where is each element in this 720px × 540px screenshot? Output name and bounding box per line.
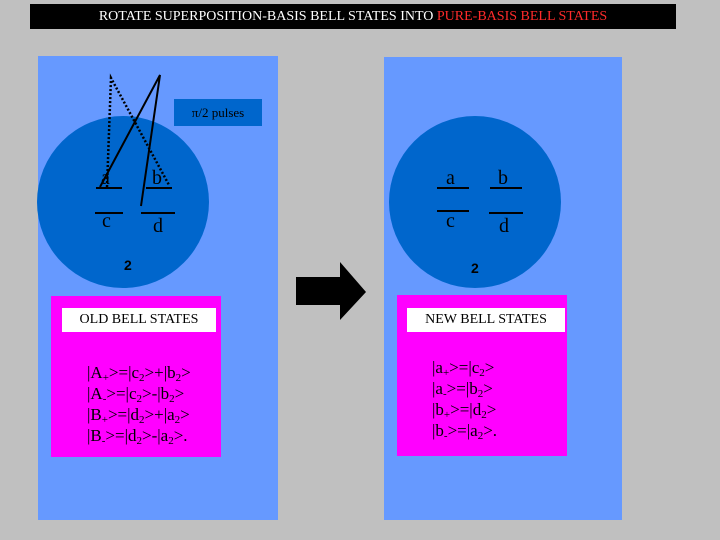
equation-text: >=|a xyxy=(447,421,478,440)
equation-subscript: 2 xyxy=(479,367,485,379)
equation-text: > xyxy=(174,384,185,403)
equation-text: >=|d xyxy=(107,405,140,424)
bell-state-equation: |B->=|d2>-|a2>. xyxy=(87,425,191,447)
equation-text: |A xyxy=(87,363,103,382)
equation-subscript: - xyxy=(102,393,107,405)
level-bar-a xyxy=(96,187,122,189)
equation-text: > xyxy=(486,400,497,419)
equation-text: >=|d xyxy=(450,400,482,419)
pulse-path-solid xyxy=(99,74,161,207)
bell-state-equation: |A+>=|c2>+|b2> xyxy=(87,362,191,384)
right-level-bar-d xyxy=(489,212,523,214)
equation-subscript: 2 xyxy=(169,393,175,405)
level-c-label: c xyxy=(102,210,111,232)
equation-subscript: 2 xyxy=(477,430,484,442)
bell-state-equation: |b+>=|d2> xyxy=(432,399,497,421)
right-level-b-label: b xyxy=(498,167,508,189)
equation-text: >=|d xyxy=(105,426,137,445)
equation-subscript: 2 xyxy=(481,409,487,421)
level-a-label: a xyxy=(101,167,110,189)
equation-subscript: + xyxy=(101,414,108,426)
equation-text: > xyxy=(483,379,493,398)
right-atom-circle xyxy=(389,116,561,288)
right-count: 2 xyxy=(471,260,479,276)
equation-subscript: + xyxy=(442,367,450,379)
equation-text: > xyxy=(180,405,190,424)
equation-text: >. xyxy=(173,426,188,445)
old-states-header: OLD BELL STATES xyxy=(62,308,216,332)
equation-text: >=|c xyxy=(108,363,140,382)
right-level-a-label: a xyxy=(446,167,455,189)
level-d-label: d xyxy=(153,215,163,237)
equation-text: |A xyxy=(87,384,103,403)
right-level-bar-b xyxy=(490,187,522,189)
equation-text: >-|b xyxy=(141,384,170,403)
bell-state-equation: |a->=|b2> xyxy=(432,378,497,400)
equation-text: |b xyxy=(432,421,444,440)
equation-subscript: 2 xyxy=(168,435,174,447)
level-bar-b xyxy=(146,187,172,189)
equation-subscript: 2 xyxy=(139,372,145,384)
equation-text: >=|b xyxy=(446,379,478,398)
equation-subscript: 2 xyxy=(174,414,181,426)
equation-text: |B xyxy=(87,405,102,424)
title-highlight: PURE-BASIS BELL STATES xyxy=(436,9,608,24)
equation-subscript: + xyxy=(102,372,109,384)
bell-state-equation: |b->=|a2>. xyxy=(432,420,498,442)
equation-text: |a xyxy=(432,379,443,398)
equation-subscript: - xyxy=(101,435,106,447)
right-level-d-label: d xyxy=(499,215,509,237)
slide-title: ROTATE SUPERPOSITION-BASIS BELL STATES I… xyxy=(30,4,676,29)
equation-subscript: - xyxy=(442,388,447,400)
equation-text: |B xyxy=(87,426,102,445)
equation-text: >=|c xyxy=(106,384,137,403)
level-bar-c xyxy=(95,212,123,214)
equation-text: >-|a xyxy=(142,426,169,445)
level-bar-d xyxy=(141,212,175,214)
title-text: ROTATE SUPERPOSITION-BASIS BELL STATES I… xyxy=(98,9,437,24)
equation-text: >. xyxy=(483,421,498,440)
level-b-label: b xyxy=(152,167,162,189)
pulse-path-dotted xyxy=(105,73,171,188)
right-level-bar-c xyxy=(437,210,469,212)
equation-subscript: 2 xyxy=(136,435,143,447)
pulse-label: π/2 pulses xyxy=(174,99,262,126)
right-level-c-label: c xyxy=(446,210,455,232)
new-states-equations: |a+>=|c2>|a->=|b2>|b+>=|d2>|b->=|a2>. xyxy=(432,357,498,442)
right-level-bar-a xyxy=(437,187,469,189)
equation-subscript: 2 xyxy=(136,393,142,405)
equation-text: |b xyxy=(432,400,444,419)
equation-subscript: 2 xyxy=(477,388,484,400)
new-states-header: NEW BELL STATES xyxy=(407,308,565,332)
equation-text: > xyxy=(181,363,191,382)
left-count: 2 xyxy=(124,257,132,273)
equation-text: |a xyxy=(432,358,443,377)
equation-subscript: + xyxy=(443,409,451,421)
bell-state-equation: |B+>=|d2>+|a2> xyxy=(87,404,191,426)
equation-text: > xyxy=(484,358,495,377)
equation-text: >+|a xyxy=(144,405,175,424)
equation-subscript: - xyxy=(443,430,448,442)
equation-subscript: 2 xyxy=(175,372,182,384)
equation-subscript: 2 xyxy=(139,414,145,426)
bell-state-equation: |a+>=|c2> xyxy=(432,357,497,379)
equation-text: >+|b xyxy=(144,363,176,382)
bell-state-equation: |A->=|c2>-|b2> xyxy=(87,383,191,405)
equation-text: >=|c xyxy=(449,358,480,377)
old-states-equations: |A+>=|c2>+|b2>|A->=|c2>-|b2>|B+>=|d2>+|a… xyxy=(87,362,191,447)
